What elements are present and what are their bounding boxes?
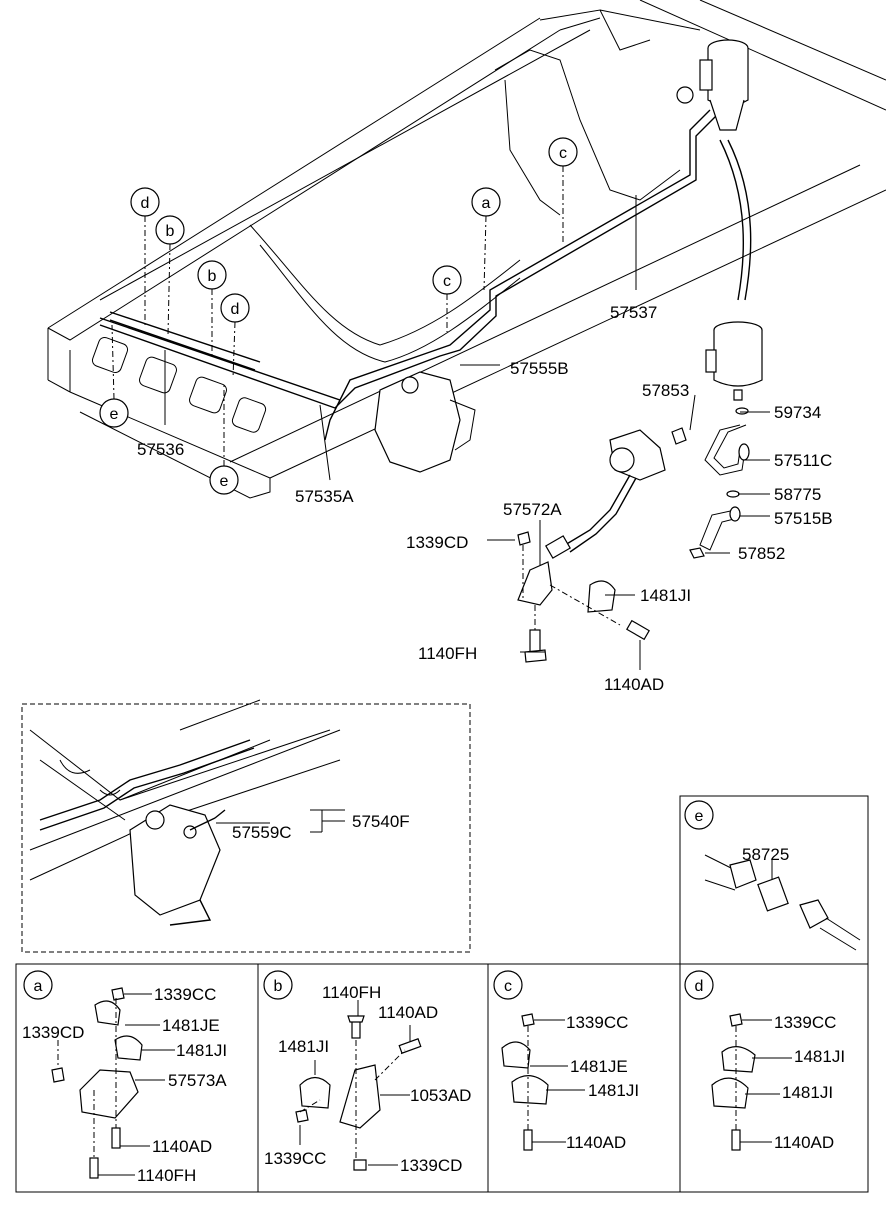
abs-unit-main — [374, 371, 476, 473]
part-label-1339CC: 1339CC — [774, 1013, 836, 1032]
part-label-57572A: 57572A — [503, 500, 562, 519]
part-label-1481JE: 1481JE — [570, 1057, 628, 1076]
part-label-58725: 58725 — [742, 845, 789, 864]
part-label-1339CD: 1339CD — [406, 533, 468, 552]
part-label-57540F: 57540F — [352, 812, 410, 831]
part-label-1481JI: 1481JI — [278, 1037, 329, 1056]
part-label-1481JE: 1481JE — [162, 1016, 220, 1035]
part-label-1481JI: 1481JI — [588, 1081, 639, 1100]
part-label-1339CC: 1339CC — [154, 985, 216, 1004]
main-labels: 57537 57555B 57536 57535A 57853 59734 57… — [137, 303, 833, 694]
callout-letter: e — [220, 473, 229, 490]
callout-letter: c — [559, 145, 567, 162]
detail-box-b: b 1140FH 1140AD 1481JI 1053AD 1339CC 133… — [263, 970, 471, 1175]
callout-letter: d — [231, 301, 240, 318]
callout-letter: d — [141, 195, 150, 212]
part-label-1481JI: 1481JI — [640, 586, 691, 605]
part-label-1339CD: 1339CD — [22, 1023, 84, 1042]
part-label-1481JI: 1481JI — [176, 1041, 227, 1060]
part-label-57555B: 57555B — [510, 359, 569, 378]
part-label-57515B: 57515B — [774, 509, 833, 528]
part-label-1339CC: 1339CC — [264, 1149, 326, 1168]
frame-rail-illustration — [47, 0, 886, 499]
part-label-1140FH: 1140FH — [137, 1166, 196, 1185]
part-label-1481JI: 1481JI — [794, 1047, 845, 1066]
detail-box-d: d 1339CC 1481JI 1481JI 1140AD — [684, 970, 845, 1152]
part-label-57573A: 57573A — [168, 1071, 227, 1090]
callout-letter: e — [110, 406, 119, 423]
detail-key-d: d — [695, 978, 704, 995]
part-label-1140AD: 1140AD — [604, 675, 664, 694]
part-label-1140FH: 1140FH — [418, 644, 477, 663]
part-label-1140AD: 1140AD — [566, 1133, 626, 1152]
detail-key-a: a — [34, 978, 43, 995]
callout-letter: b — [208, 268, 217, 285]
detail-box-c: c 1339CC 1481JE 1481JI 1140AD — [493, 970, 639, 1152]
booster-assembly — [671, 321, 763, 559]
part-label-58775: 58775 — [774, 485, 821, 504]
part-label-57536: 57536 — [137, 440, 184, 459]
detail-key-b: b — [274, 978, 283, 995]
part-label-1339CC: 1339CC — [566, 1013, 628, 1032]
master-cylinder-top — [676, 39, 749, 131]
callout-letter: b — [166, 223, 175, 240]
part-label-1140AD: 1140AD — [152, 1137, 212, 1156]
part-label-57537: 57537 — [610, 303, 657, 322]
vacuum-line-assembly — [517, 429, 666, 663]
inset-view: 57559C 57540F — [21, 699, 471, 953]
callout-circles: d b b d c a c e e — [99, 137, 578, 495]
part-label-57559C: 57559C — [232, 823, 292, 842]
part-label-1140AD: 1140AD — [774, 1133, 834, 1152]
label-leaders — [164, 195, 770, 670]
detail-key-c: c — [504, 978, 512, 995]
detail-box-e: e 58725 — [679, 795, 869, 965]
part-label-1140FH: 1140FH — [322, 983, 381, 1002]
part-label-57852: 57852 — [738, 544, 785, 563]
part-label-59734: 59734 — [774, 403, 821, 422]
brake-lines — [99, 109, 717, 441]
callout-letter: c — [443, 273, 451, 290]
callout-letter: a — [482, 195, 491, 212]
part-label-1053AD: 1053AD — [410, 1086, 471, 1105]
part-label-1339CD: 1339CD — [400, 1156, 462, 1175]
part-label-57535A: 57535A — [295, 487, 354, 506]
detail-key-e: e — [695, 808, 704, 825]
detail-box-a: a 1339CC 1339CD 1481JE 1481JI 57573A 114… — [22, 970, 227, 1185]
part-label-1140AD: 1140AD — [378, 1003, 438, 1022]
part-label-57853: 57853 — [642, 381, 689, 400]
part-label-57511C: 57511C — [774, 451, 832, 470]
part-label-1481JI: 1481JI — [782, 1083, 833, 1102]
